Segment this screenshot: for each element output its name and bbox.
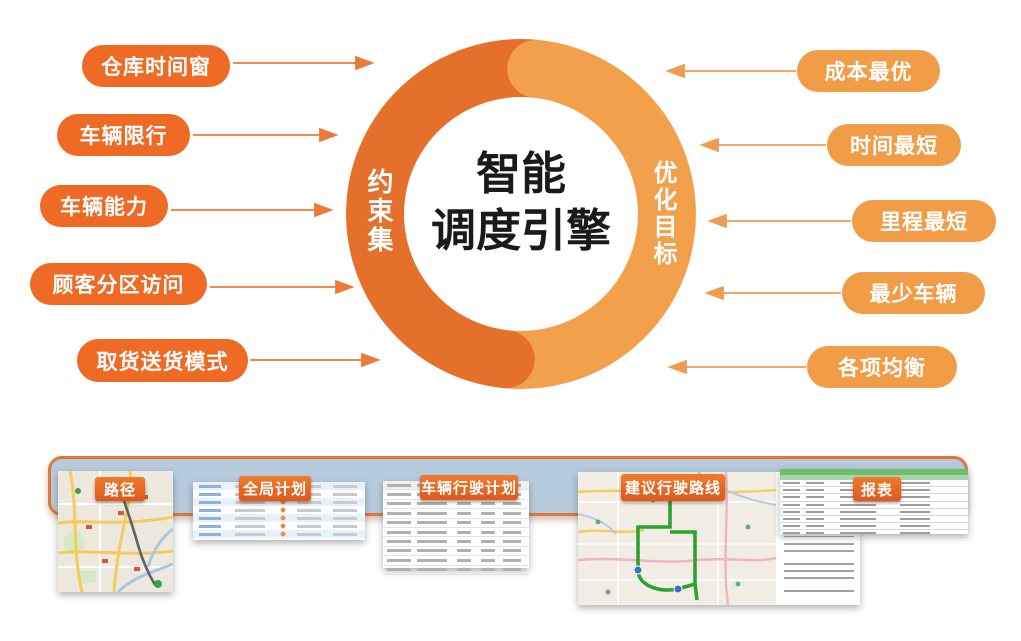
pill-label: 时间最短 bbox=[850, 134, 938, 158]
tab-label: 车辆行驶计划 bbox=[420, 479, 517, 497]
pill-label: 车辆限行 bbox=[79, 124, 168, 148]
constraint-pill-warehouse-time-window: 仓库时间窗 bbox=[82, 45, 230, 87]
report-header-row bbox=[780, 469, 968, 475]
table-row bbox=[383, 518, 529, 528]
tab-vehicle-schedule: 车辆行驶计划 bbox=[420, 475, 518, 500]
table-row bbox=[383, 537, 529, 547]
tab-label: 建议行驶路线 bbox=[624, 479, 721, 497]
table-row bbox=[383, 509, 529, 519]
table-row bbox=[383, 546, 529, 557]
pill-label: 里程最短 bbox=[880, 210, 968, 234]
table-row bbox=[780, 508, 968, 516]
pill-label: 成本最优 bbox=[824, 60, 913, 84]
engine-title-line2: 调度引擎 bbox=[430, 203, 611, 257]
engine-title-line1: 智能 bbox=[475, 147, 566, 200]
table-row bbox=[780, 530, 968, 538]
pill-label: 最少车辆 bbox=[869, 282, 958, 306]
optimization-goal-ring-label: 优化目标 bbox=[649, 160, 677, 268]
constraint-pill-customer-zone-access: 顾客分区访问 bbox=[30, 263, 207, 305]
table-row bbox=[193, 514, 365, 522]
table-row bbox=[383, 565, 529, 575]
route-map-image bbox=[57, 470, 174, 594]
table-row bbox=[780, 501, 968, 509]
engine-title: 智能 调度引擎 bbox=[391, 146, 651, 259]
constraint-pill-vehicle-restriction: 车辆限行 bbox=[57, 114, 190, 156]
table-row bbox=[193, 530, 365, 538]
constraint-pill-pickup-delivery-mode: 取货送货模式 bbox=[77, 339, 248, 382]
objective-pill-fewest-vehicles: 最少车辆 bbox=[842, 272, 985, 314]
objective-pill-optimal-cost: 成本最优 bbox=[797, 50, 940, 92]
table-row bbox=[193, 522, 365, 530]
tab-suggested-route: 建议行驶路线 bbox=[621, 474, 725, 501]
table-row bbox=[383, 527, 529, 538]
pill-label: 取货送货模式 bbox=[96, 349, 229, 374]
objective-pill-overall-balance: 各项均衡 bbox=[807, 346, 957, 388]
constraint-set-ring-label: 约束集 bbox=[363, 168, 393, 255]
objective-pill-shortest-mileage: 里程最短 bbox=[852, 200, 996, 242]
table-row bbox=[193, 506, 365, 514]
tab-label: 全局计划 bbox=[242, 480, 307, 498]
tab-route: 路径 bbox=[95, 477, 145, 501]
pill-label: 仓库时间窗 bbox=[101, 55, 211, 79]
engine-ring bbox=[346, 39, 696, 389]
tab-label: 路径 bbox=[103, 480, 136, 499]
table-row bbox=[193, 498, 365, 506]
pill-label: 各项均衡 bbox=[838, 356, 926, 380]
table-row bbox=[383, 499, 529, 510]
table-row bbox=[383, 556, 529, 566]
tab-global-plan: 全局计划 bbox=[239, 476, 311, 501]
pill-label: 顾客分区访问 bbox=[52, 273, 185, 297]
table-row bbox=[780, 523, 968, 531]
tab-report: 报表 bbox=[853, 477, 901, 501]
tab-label: 报表 bbox=[860, 480, 893, 499]
pill-label: 车辆能力 bbox=[60, 195, 148, 219]
objective-pill-shortest-time: 时间最短 bbox=[827, 124, 961, 166]
table-row bbox=[780, 515, 968, 524]
constraint-pill-vehicle-capability: 车辆能力 bbox=[40, 185, 168, 227]
